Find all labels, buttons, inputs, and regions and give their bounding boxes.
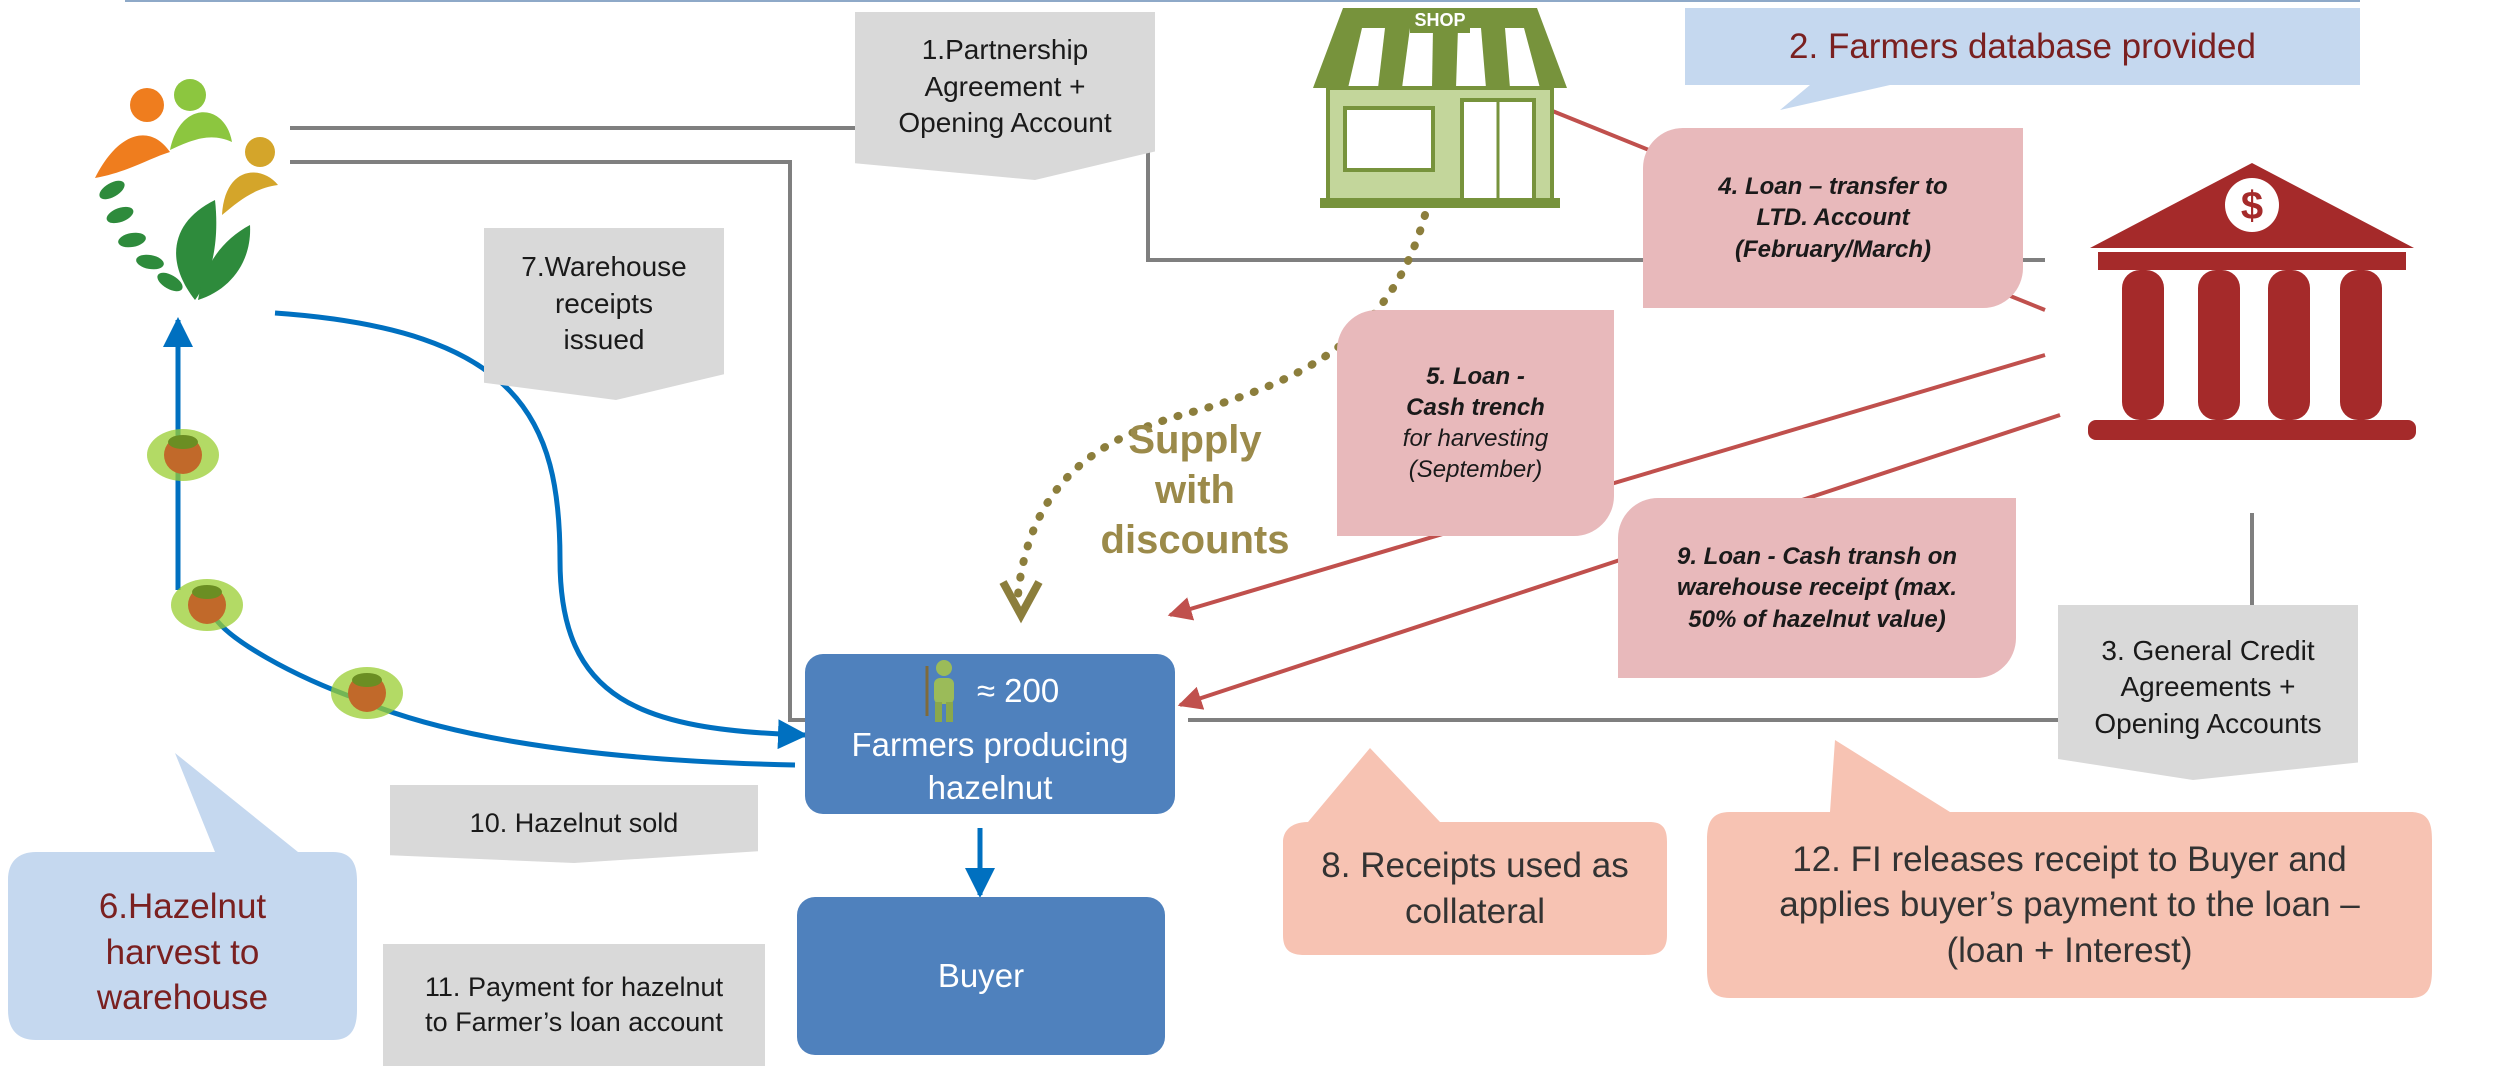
loan-transfer-text: 4. Loan – transfer to LTD. Account (Febr… <box>1718 173 1948 263</box>
fi-releases-text: 12. FI releases receipt to Buyer and app… <box>1779 839 2360 970</box>
general-credit-box: 3. General Credit Agreements + Opening A… <box>2058 605 2358 780</box>
loan-cash-trench-box: 5. Loan - Cash trench for harvesting (Se… <box>1337 310 1614 536</box>
shop-icon <box>1313 8 1567 208</box>
dotted-supply-arrowhead <box>999 580 1043 624</box>
arrow-logo-to-farmers <box>274 310 808 750</box>
callout-collateral-shape <box>1283 748 1667 955</box>
loan-cash-trench-subtitle: for harvesting (September) <box>1402 425 1549 484</box>
harvest-text: 6.Hazelnut harvest to warehouse <box>96 887 269 1018</box>
farmers-count: ≈ 200 <box>976 671 1060 709</box>
partnership-agreement-text: 1.Partnership Agreement + Opening Accoun… <box>898 34 1112 139</box>
harvest-text-box: 6.Hazelnut harvest to warehouse <box>8 870 357 1035</box>
svg-text:$: $ <box>2241 184 2263 228</box>
callout-shapes <box>8 8 2432 1040</box>
fi-releases-text-box: 12. FI releases receipt to Buyer and app… <box>1707 812 2432 998</box>
loan-cash-trench-title: 5. Loan - Cash trench <box>1406 362 1545 421</box>
farmers-database-text: 2. Farmers database provided <box>1789 26 2256 66</box>
supply-discounts-label: Supply with discounts <box>1100 418 1290 562</box>
partnership-agreement-box: 1.Partnership Agreement + Opening Accoun… <box>855 12 1155 180</box>
loan-transfer-box: 4. Loan – transfer to LTD. Account (Febr… <box>1643 128 2023 308</box>
buyer-label: Buyer <box>937 956 1025 994</box>
shop-sign-text: SHOP <box>1414 10 1465 30</box>
loan-receipt-box: 9. Loan - Cash transh on warehouse recei… <box>1618 498 2016 678</box>
general-credit-text: 3. General Credit Agreements + Opening A… <box>2094 634 2322 739</box>
payment-box: 11. Payment for hazelnut to Farmer’s loa… <box>383 944 765 1066</box>
payment-text: 11. Payment for hazelnut to Farmer’s loa… <box>424 971 724 1037</box>
callout-harvest-shape <box>8 753 357 1040</box>
hazelnut-icon <box>147 429 403 719</box>
blue-flows <box>163 310 995 898</box>
callout-db-shape <box>1685 8 2360 110</box>
collateral-text: 8. Receipts used as collateral <box>1321 846 1629 931</box>
dotted-supply-path <box>1014 211 1429 599</box>
hazelnut-sold-text: 10. Hazelnut sold <box>469 808 679 839</box>
farmers-label: Farmers producing hazelnut <box>851 726 1129 806</box>
collateral-text-box: 8. Receipts used as collateral <box>1283 822 1667 955</box>
warehouse-receipts-box: 7.Warehouse receipts issued <box>484 228 724 400</box>
arrow-farmers-harvest <box>212 616 796 768</box>
callout-fi-shape <box>1707 740 2432 998</box>
partnership-logo-icon <box>95 79 278 300</box>
bank-icon: $ <box>2088 163 2416 440</box>
warehouse-receipts-text: 7.Warehouse receipts issued <box>521 251 687 356</box>
farmer-icon <box>925 660 954 723</box>
farmers-node: ≈ 200 Farmers producing hazelnut <box>805 654 1175 814</box>
hazelnut-sold-box: 10. Hazelnut sold <box>390 785 758 863</box>
loan-receipt-text: 9. Loan - Cash transh on warehouse recei… <box>1676 543 1958 633</box>
buyer-node: Buyer <box>797 897 1165 1055</box>
